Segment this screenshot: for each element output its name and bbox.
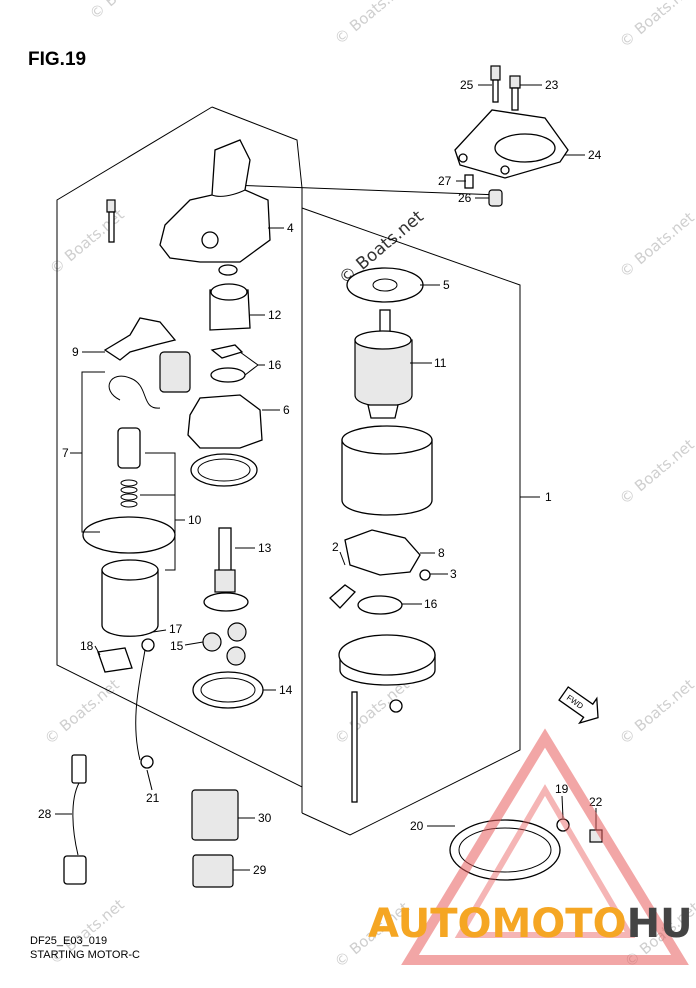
armature-11 bbox=[354, 339, 413, 407]
callout-18: 18 bbox=[80, 639, 94, 653]
callout-6: 6 bbox=[283, 403, 290, 417]
relay-30 bbox=[191, 789, 239, 841]
callout-28: 28 bbox=[38, 807, 52, 821]
bolt-25-shank bbox=[492, 79, 499, 103]
callout-29: 29 bbox=[253, 863, 267, 877]
callout-3: 3 bbox=[450, 567, 457, 581]
callout-21: 21 bbox=[146, 791, 160, 805]
callout-15: 15 bbox=[170, 639, 184, 653]
through-bolt bbox=[351, 691, 358, 803]
armature-shaft bbox=[379, 309, 391, 333]
callout-23: 23 bbox=[545, 78, 559, 92]
figure-title: FIG.19 bbox=[28, 49, 86, 70]
callout-20: 20 bbox=[410, 819, 424, 833]
callout-27: 27 bbox=[438, 174, 452, 188]
solenoid-body bbox=[101, 569, 159, 637]
plate-5 bbox=[346, 267, 424, 303]
brush-2 bbox=[329, 584, 356, 609]
washer-19 bbox=[556, 818, 570, 832]
callout-13: 13 bbox=[258, 541, 272, 555]
diagram-code: DF25_E03_019 bbox=[30, 935, 107, 947]
gear-group bbox=[192, 527, 264, 709]
callout-16: 16 bbox=[424, 597, 438, 611]
callout-9: 9 bbox=[72, 345, 79, 359]
gear-15 bbox=[202, 632, 222, 652]
watermark: © Boats.net bbox=[616, 208, 696, 281]
drive-group bbox=[103, 264, 263, 487]
watermark: © Boats.net bbox=[46, 205, 128, 278]
diagram-caption: STARTING MOTOR-C bbox=[30, 949, 140, 961]
spring bbox=[120, 479, 138, 508]
callout-12: 12 bbox=[268, 308, 282, 322]
solenoid-gasket bbox=[82, 516, 176, 554]
callout-11: 11 bbox=[434, 356, 447, 370]
callout-4: 4 bbox=[287, 221, 294, 235]
watermark: © Boats.net bbox=[616, 435, 696, 508]
watermark: © Boats.net bbox=[616, 0, 696, 51]
bolt-25 bbox=[490, 65, 501, 81]
brush-holder-8 bbox=[344, 529, 421, 576]
watermark: © Boats.net bbox=[616, 675, 696, 748]
plate-6 bbox=[187, 394, 263, 449]
callout-1: 1 bbox=[545, 490, 552, 504]
strap-20 bbox=[449, 819, 561, 881]
housing-group bbox=[106, 139, 271, 263]
plunger bbox=[117, 427, 141, 469]
callout-22: 22 bbox=[589, 795, 603, 809]
harness-28 bbox=[63, 855, 87, 885]
callout-8: 8 bbox=[438, 546, 445, 560]
washer-16b bbox=[357, 595, 403, 615]
motor-group bbox=[329, 267, 436, 803]
brand-auto: AUTOMOTOHUB bbox=[368, 901, 696, 947]
connector bbox=[71, 754, 87, 784]
callout-26: 26 bbox=[458, 191, 472, 205]
brand-logo: AUTOMOTOHUB bbox=[368, 728, 696, 965]
pin-27 bbox=[464, 174, 474, 189]
callout-10: 10 bbox=[188, 513, 202, 527]
housing-4 bbox=[159, 139, 271, 263]
callout-2: 2 bbox=[332, 540, 339, 554]
nut-21 bbox=[140, 755, 154, 769]
sleeve-26 bbox=[488, 189, 503, 207]
leader-lines bbox=[55, 84, 597, 871]
callout-14: 14 bbox=[279, 683, 293, 697]
callout-16: 16 bbox=[268, 358, 282, 372]
boot-18 bbox=[97, 647, 133, 673]
callouts: 1 2 3 4 5 6 7 8 9 10 11 12 13 14 15 16 1… bbox=[38, 78, 603, 877]
callout-17: 17 bbox=[169, 622, 183, 636]
bolt-23-shank bbox=[511, 87, 519, 111]
fwd-arrow: FWD bbox=[558, 686, 599, 725]
callout-7: 7 bbox=[62, 446, 69, 460]
watermark: © Boats.net bbox=[86, 0, 168, 23]
callout-24: 24 bbox=[588, 148, 602, 162]
bracket-group bbox=[454, 65, 569, 207]
watermark: © Boats.net bbox=[331, 675, 413, 748]
gear-15 bbox=[226, 646, 246, 666]
callout-30: 30 bbox=[258, 811, 272, 825]
bolt-23 bbox=[509, 75, 521, 89]
watermark: © Boats.net bbox=[331, 0, 413, 48]
assembly-outlines bbox=[56, 106, 540, 836]
yoke bbox=[341, 439, 433, 516]
callout-25: 25 bbox=[460, 78, 474, 92]
gear-15 bbox=[227, 622, 247, 642]
electrical-group bbox=[63, 649, 239, 888]
ring-gear-14 bbox=[192, 671, 264, 709]
lever-9 bbox=[103, 317, 177, 361]
clip-16 bbox=[210, 344, 244, 359]
watermark: © Boats.net bbox=[41, 675, 123, 748]
callout-5: 5 bbox=[443, 278, 450, 292]
washer-16 bbox=[210, 367, 246, 383]
relay-29 bbox=[192, 854, 234, 888]
callout-19: 19 bbox=[555, 782, 569, 796]
nut-3 bbox=[419, 569, 431, 581]
